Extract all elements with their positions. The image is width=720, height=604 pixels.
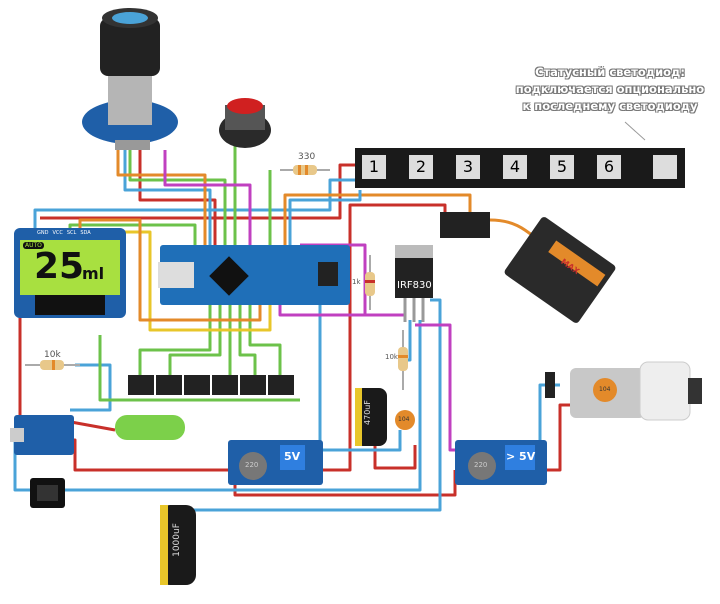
capacitor-470uf bbox=[355, 388, 387, 446]
label-5v: 5V bbox=[284, 450, 301, 463]
status-led bbox=[653, 155, 677, 179]
label-gate-resistor: 1k bbox=[352, 278, 361, 286]
pump-motor bbox=[545, 361, 702, 421]
note-line: Статусный светодиод: bbox=[535, 65, 685, 79]
label-inductor: 220 bbox=[474, 461, 488, 469]
wire-magenta bbox=[415, 323, 460, 452]
pin-vcc: VCC bbox=[52, 230, 63, 236]
label-330: 330 bbox=[298, 152, 316, 162]
wire-red bbox=[18, 230, 230, 472]
rotary-encoder bbox=[82, 8, 178, 150]
wire-green bbox=[238, 305, 257, 375]
label-adjustable: > 5V bbox=[506, 450, 536, 463]
oled-pins: GND VCC SCL SDA bbox=[37, 230, 91, 236]
wire-red bbox=[373, 445, 417, 470]
arduino-nano bbox=[158, 245, 350, 305]
status-led-note: Статусный светодиод: подключается опцион… bbox=[500, 64, 720, 115]
note-pointer bbox=[624, 121, 646, 141]
pin-sda: SDA bbox=[80, 230, 91, 236]
note-line: к последнему светодиоду bbox=[522, 99, 698, 113]
pin-scl: SCL bbox=[66, 230, 77, 236]
mosfet bbox=[395, 245, 433, 322]
led-6: 6 bbox=[597, 155, 621, 179]
boost-converter-adjustable bbox=[455, 440, 547, 485]
pin-gnd: GND bbox=[37, 230, 49, 236]
label-470uf: 470uF bbox=[362, 400, 372, 425]
label-1000uf: 1000uF bbox=[171, 523, 182, 557]
tactile-buttons bbox=[128, 375, 294, 395]
wire-green bbox=[138, 305, 212, 375]
oled-unit: ml bbox=[82, 264, 105, 283]
wire-blue2 bbox=[288, 190, 362, 245]
label-104-motor: 104 bbox=[599, 386, 611, 393]
oled-display bbox=[14, 228, 126, 318]
led-4: 4 bbox=[503, 155, 527, 179]
led-5: 5 bbox=[550, 155, 574, 179]
wire-blue bbox=[180, 298, 442, 512]
resistor-gate bbox=[365, 255, 375, 310]
wire-green bbox=[68, 223, 197, 245]
resistor-pulldown bbox=[398, 330, 408, 390]
wire-magenta bbox=[163, 150, 252, 245]
label-10k: 10k bbox=[44, 350, 61, 360]
wire-green bbox=[98, 335, 300, 402]
label-irf830: IRF830 bbox=[397, 280, 432, 291]
label-104: 104 bbox=[398, 416, 410, 423]
oled-mode: AUTO bbox=[23, 242, 44, 249]
wire-orange bbox=[116, 150, 207, 245]
led-strip bbox=[355, 148, 685, 188]
label-pulldown-resistor: 10k bbox=[385, 353, 398, 361]
wire-red bbox=[348, 203, 447, 240]
wire-orange bbox=[78, 218, 262, 322]
servo bbox=[440, 212, 616, 323]
label-inductor: 220 bbox=[245, 461, 259, 469]
wires bbox=[13, 145, 570, 512]
wire-blue bbox=[123, 150, 212, 245]
push-button bbox=[219, 98, 271, 148]
wire-blue bbox=[320, 430, 402, 452]
wire-blue bbox=[70, 363, 112, 412]
wire-red bbox=[545, 403, 570, 472]
wire-blue bbox=[13, 320, 422, 492]
capacitor-1000uf bbox=[160, 505, 196, 585]
led-1: 1 bbox=[362, 155, 386, 179]
charger-module bbox=[10, 415, 74, 455]
resistor-330 bbox=[280, 165, 330, 175]
resistor-10k bbox=[25, 360, 80, 370]
wire-green bbox=[168, 305, 222, 375]
battery bbox=[115, 415, 185, 440]
wire-green bbox=[128, 150, 227, 245]
boost-converter-5v bbox=[228, 440, 323, 485]
power-switch bbox=[30, 478, 65, 508]
wire-blue bbox=[33, 178, 355, 228]
led-2: 2 bbox=[409, 155, 433, 179]
capacitor-104 bbox=[395, 410, 415, 430]
oled-value: 25 bbox=[34, 246, 85, 287]
note-line: подключается опционально bbox=[515, 82, 705, 96]
led-3: 3 bbox=[456, 155, 480, 179]
wire-orange bbox=[283, 193, 472, 245]
wire-magenta bbox=[365, 313, 407, 320]
wire-green bbox=[248, 305, 282, 375]
wire-red bbox=[40, 163, 355, 220]
